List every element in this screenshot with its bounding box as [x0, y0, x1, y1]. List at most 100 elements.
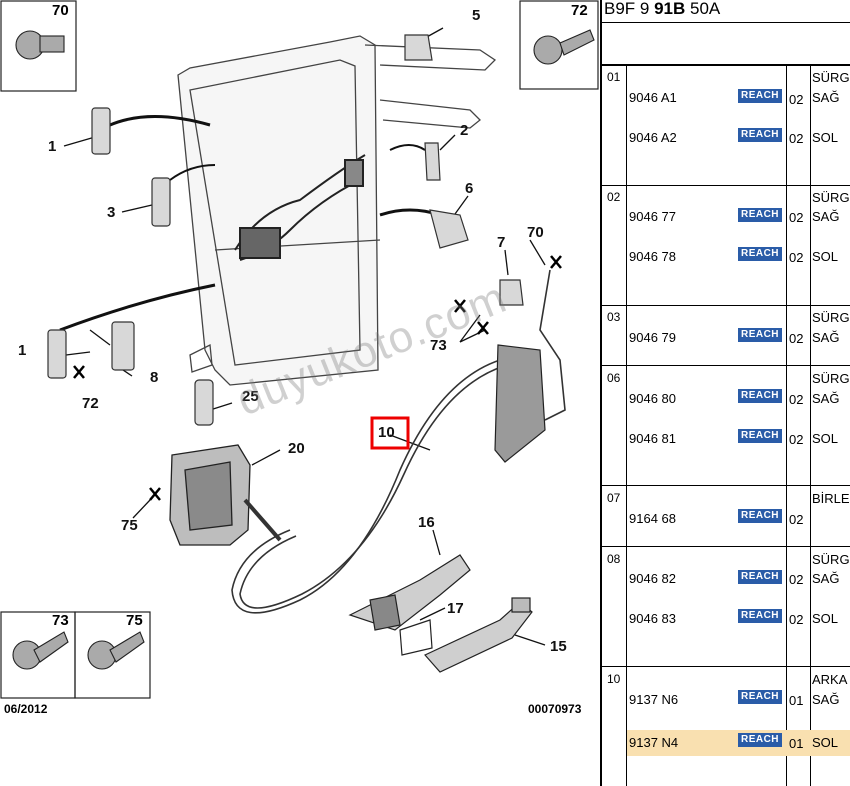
row-num: 10: [607, 672, 621, 686]
reach-badge: REACH: [738, 128, 782, 142]
catalog-header: B9F 9 91B 50A: [604, 0, 720, 19]
callout-3: 3: [107, 204, 116, 221]
qty: 02: [789, 250, 804, 265]
callout-15: 15: [550, 638, 567, 655]
callout-10: 10: [378, 424, 395, 441]
rear-latch: [494, 344, 546, 463]
lock-mechanism: [169, 444, 251, 546]
parts-table-panel: [600, 0, 850, 786]
row-desc: SÜRG: [812, 552, 850, 567]
row-desc: SÜRG: [812, 190, 850, 205]
side: SAĞ: [812, 90, 840, 105]
side: SAĞ: [812, 571, 840, 586]
row-divider-5: [600, 546, 850, 547]
door-inner-cables: [234, 154, 366, 261]
qty: 02: [789, 392, 804, 407]
side: SOL: [812, 611, 839, 626]
row-desc: BİRLE: [812, 491, 850, 506]
part-number[interactable]: 9046 A1: [629, 90, 677, 105]
part-number[interactable]: 9046 82: [629, 571, 676, 586]
part-number[interactable]: 9046 80: [629, 391, 676, 406]
row-divider-4: [600, 485, 850, 486]
side: SOL: [812, 249, 839, 264]
reach-badge: REACH: [738, 509, 782, 523]
part-number[interactable]: 9137 N4: [629, 735, 679, 750]
callout-70: 70: [527, 224, 544, 241]
callout-5: 5: [472, 7, 481, 24]
reach-badge: REACH: [738, 690, 782, 704]
inset-label-72: 72: [571, 2, 588, 19]
row-divider-2: [600, 305, 850, 306]
side: SAĞ: [812, 391, 840, 406]
diagram-ref-code: 00070973: [528, 702, 582, 716]
cable-assembly: [231, 269, 566, 614]
reach-badge: REACH: [738, 570, 782, 584]
row-num: 08: [607, 552, 621, 566]
reach-badge: REACH: [738, 389, 782, 403]
row-desc: SÜRG: [812, 70, 850, 85]
qty: 02: [789, 210, 804, 225]
row-divider-1: [600, 185, 850, 186]
reach-badge: REACH: [738, 609, 782, 623]
callout-75: 75: [121, 517, 138, 534]
header-prefix: B9F 9: [604, 0, 655, 18]
diagram-date: 06/2012: [4, 702, 48, 716]
row-num: 03: [607, 310, 621, 324]
col-divider-1: [626, 66, 627, 786]
inset-frames: [0, 0, 599, 699]
callout-8: 8: [150, 369, 159, 386]
part-number[interactable]: 9046 A2: [629, 130, 677, 145]
qty: 02: [789, 331, 804, 346]
qty: 02: [789, 432, 804, 447]
small-parts: [47, 34, 524, 426]
side: SOL: [812, 735, 839, 750]
inset-label-73: 73: [52, 612, 69, 629]
row-desc: ARKA: [812, 672, 848, 687]
col-divider-2: [786, 66, 787, 786]
inset-label-75: 75: [126, 612, 143, 629]
qty: 01: [789, 736, 804, 751]
callout-25: 25: [242, 388, 259, 405]
col-divider-3: [810, 66, 811, 786]
inset-screws: [12, 29, 595, 670]
side: SOL: [812, 130, 839, 145]
qty: 02: [789, 92, 804, 107]
callout-73: 73: [430, 337, 447, 354]
qty: 01: [789, 693, 804, 708]
side: SAĞ: [812, 330, 840, 345]
highlight-box: [370, 416, 410, 450]
row-num: 07: [607, 491, 621, 505]
callout-7: 7: [497, 234, 506, 251]
side: SAĞ: [812, 692, 840, 707]
row-num: 06: [607, 371, 621, 385]
part-number[interactable]: 9046 78: [629, 249, 676, 264]
callout-1-lower: 1: [18, 342, 27, 359]
part-number[interactable]: 9164 68: [629, 511, 676, 526]
leader-lines: [59, 27, 546, 646]
qty: 02: [789, 612, 804, 627]
reach-badge: REACH: [738, 429, 782, 443]
part-number[interactable]: 9046 79: [629, 330, 676, 345]
exploded-parts-diagram: 70 72 73 75 1 2 3 5 6 7 70 73 1 8 72 25 …: [0, 0, 599, 716]
table-top-border: [600, 64, 850, 66]
side: SAĞ: [812, 209, 840, 224]
sliding-door-outline: [177, 35, 497, 386]
side: SOL: [812, 431, 839, 446]
callout-1-upper: 1: [48, 138, 57, 155]
reach-badge: REACH: [738, 247, 782, 261]
header-divider: [600, 22, 850, 23]
diagram-drawing: [0, 0, 599, 699]
fastener-x-marks: [73, 255, 562, 501]
row-divider-3: [600, 365, 850, 366]
part-number[interactable]: 9137 N6: [629, 692, 679, 707]
callout-2: 2: [460, 122, 469, 139]
callout-20: 20: [288, 440, 305, 457]
part-number[interactable]: 9046 77: [629, 209, 676, 224]
reach-badge: REACH: [738, 89, 782, 103]
part-number[interactable]: 9046 81: [629, 431, 676, 446]
qty: 02: [789, 572, 804, 587]
part-number[interactable]: 9046 83: [629, 611, 676, 626]
outer-handle-assembly: [348, 554, 533, 673]
callout-6: 6: [465, 180, 474, 197]
row-num: 02: [607, 190, 621, 204]
